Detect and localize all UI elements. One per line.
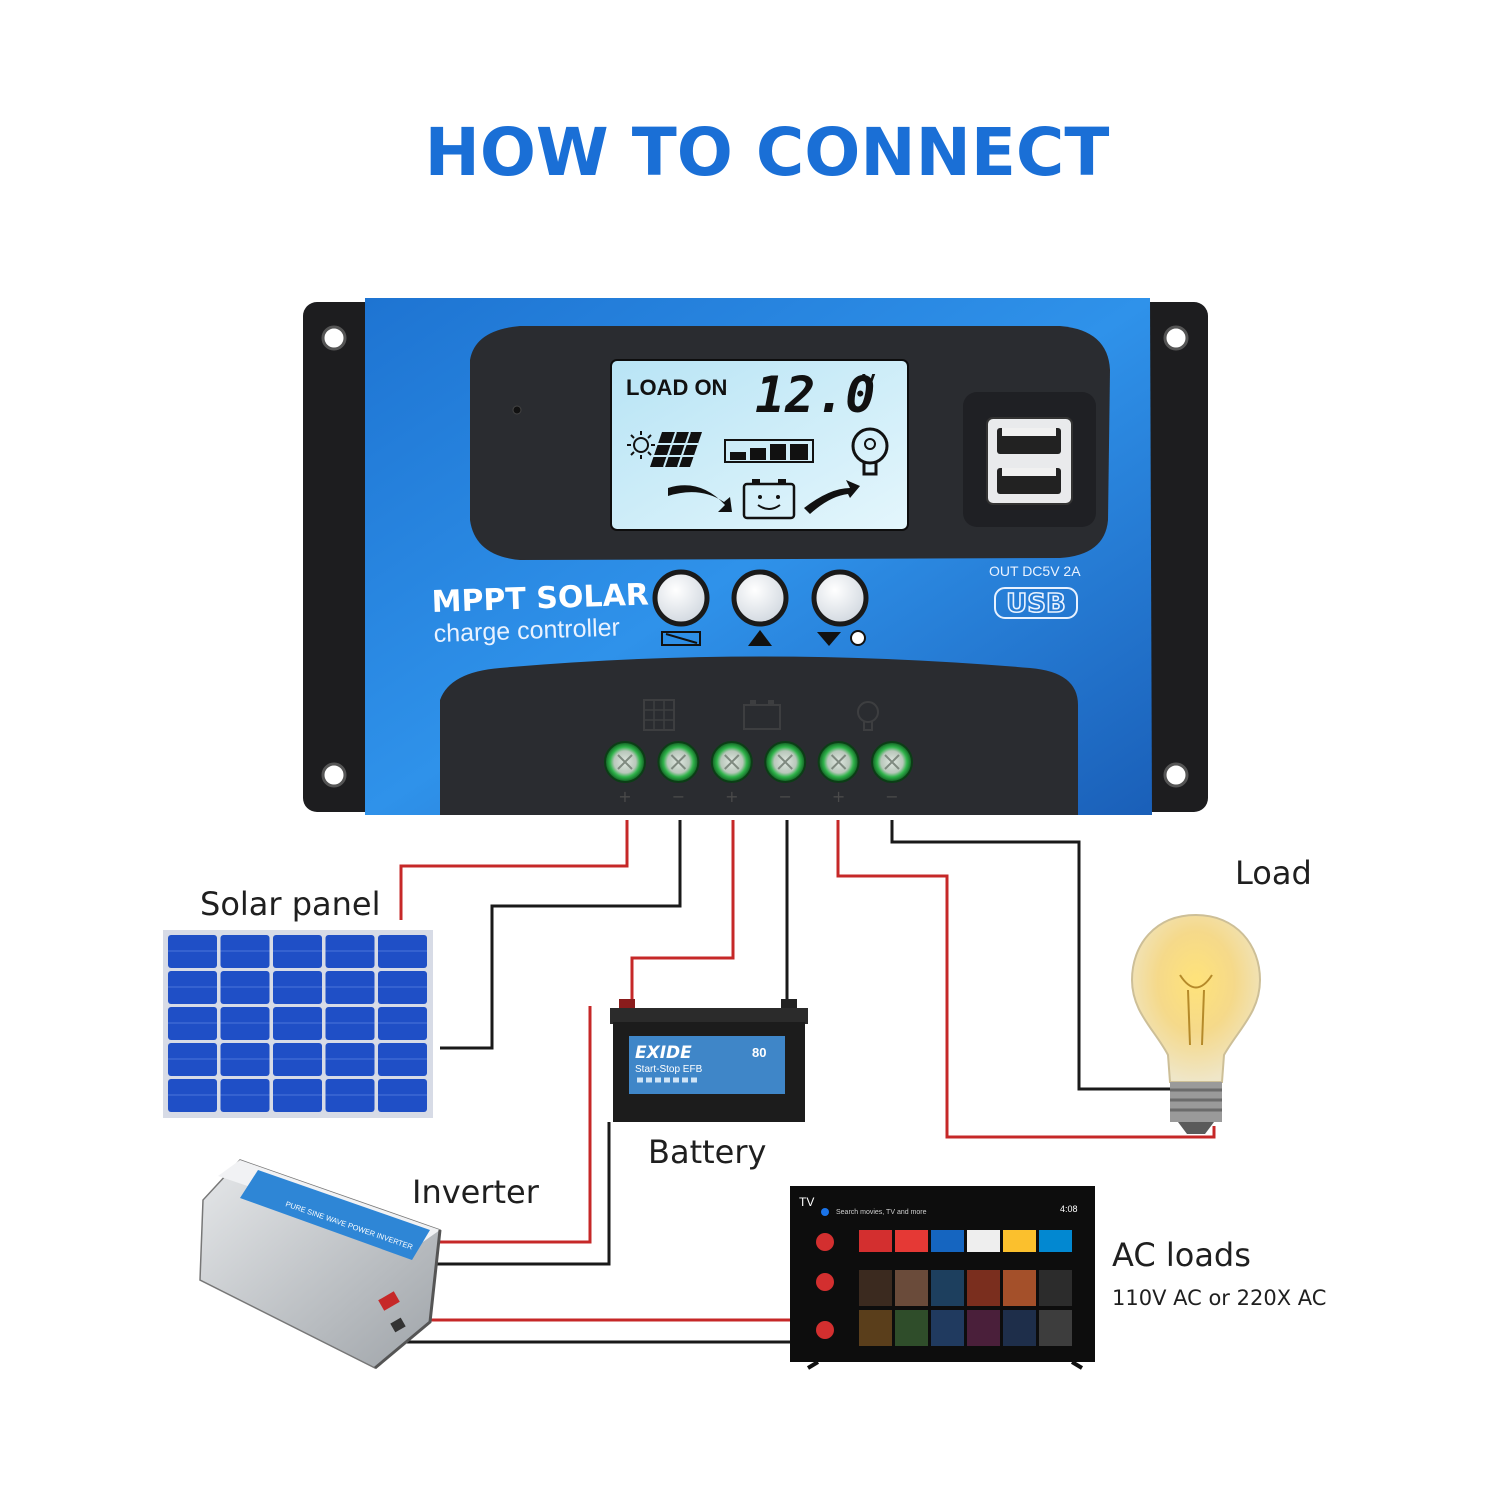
tv-app-tile — [895, 1310, 928, 1346]
tv-time: 4:08 — [1060, 1204, 1078, 1214]
mount-hole — [1163, 762, 1189, 788]
terminal-sign: + — [618, 787, 631, 806]
tv-corner-label: TV — [799, 1195, 814, 1209]
brand-line-1: MPPT SOLAR — [431, 577, 649, 620]
tv-app-tile — [931, 1270, 964, 1306]
lcd-battery-level-icon — [724, 439, 814, 463]
inverter-label: Inverter — [412, 1173, 540, 1211]
terminal-sign: − — [672, 787, 685, 806]
tv-app-tile — [1039, 1230, 1072, 1252]
tv-app-tile — [859, 1230, 892, 1252]
inverter-blue-panel — [240, 1170, 430, 1260]
battery-label: Battery — [648, 1133, 766, 1171]
tv: TV Search movies, TV and more 4:08 — [790, 1186, 1095, 1370]
page-title: HOW TO CONNECT — [425, 114, 1110, 191]
tv-app-tile — [859, 1310, 892, 1346]
solar-panel-label: Solar panel — [200, 885, 381, 923]
tv-app-tile — [1003, 1270, 1036, 1306]
tv-sidebar-icon — [816, 1321, 834, 1339]
tv-app-tile — [1039, 1270, 1072, 1306]
load-negative-wire — [890, 820, 1173, 1091]
tv-app-tile — [967, 1270, 1000, 1306]
ac-loads-spec: 110V AC or 220X AC — [1112, 1286, 1326, 1310]
tv-app-tile — [967, 1310, 1000, 1346]
down-arrow-icon — [817, 632, 841, 646]
up-arrow-icon — [748, 630, 772, 646]
inverter-positive-wire — [440, 1006, 592, 1244]
mount-hole — [1163, 325, 1189, 351]
lcd-bulb-icon — [851, 427, 889, 476]
terminal-sign: + — [725, 787, 738, 806]
terminal-symbol-battery — [743, 700, 781, 730]
tv-sidebar-icon — [816, 1233, 834, 1251]
screw-slot-icon — [884, 754, 900, 770]
screw-slot-icon — [670, 754, 687, 770]
usb-label-box — [994, 587, 1078, 619]
tv-app-tile — [895, 1270, 928, 1306]
battery: EXIDE Start-Stop EFB 80 — [610, 999, 808, 1122]
tv-app-tile — [1003, 1230, 1036, 1252]
lcd-flow-arrow-icon — [804, 480, 860, 514]
lcd-panel-icon — [650, 432, 702, 467]
lcd-sun-icon — [627, 431, 655, 459]
usb-label: USB — [1006, 589, 1066, 619]
load-label: Load — [1235, 854, 1312, 892]
inverter-negative-wire — [430, 1122, 611, 1266]
solar-positive-wire — [399, 820, 629, 920]
battery-model: Start-Stop EFB — [635, 1064, 703, 1075]
usb-spec: OUT DC5V 2A — [989, 563, 1081, 579]
battery-positive-wire — [630, 820, 735, 1006]
mount-hole — [321, 325, 347, 351]
terminal-block — [440, 656, 1078, 815]
tv-search-text: Search movies, TV and more — [836, 1209, 927, 1216]
lcd-flow-arrow-icon — [668, 485, 732, 512]
terminal-sign: − — [885, 787, 898, 806]
tv-app-tile — [1039, 1310, 1072, 1346]
tv-app-tile — [931, 1230, 964, 1252]
menu-button[interactable] — [652, 569, 710, 627]
ac-loads-label: AC loads — [1112, 1236, 1251, 1274]
lcd-battery-face-icon — [742, 479, 796, 520]
solar-panel — [163, 930, 433, 1118]
down-button[interactable] — [811, 569, 869, 627]
up-button[interactable] — [731, 569, 789, 627]
screw-slot-icon — [617, 754, 633, 770]
tv-app-tile — [1003, 1310, 1036, 1346]
light-bulb-icon — [1130, 913, 1262, 1134]
tv-app-tile — [931, 1310, 964, 1346]
screw-slot-icon — [830, 754, 847, 770]
terminal-symbol-load — [857, 701, 879, 731]
screw-slot-icon — [777, 754, 793, 770]
brand-line-2: charge controller — [433, 614, 620, 648]
tv-app-tile — [859, 1270, 892, 1306]
mount-hole — [321, 762, 347, 788]
terminal-sign: + — [832, 787, 845, 806]
tv-app-tile — [895, 1230, 928, 1252]
battery-capacity: 80 — [752, 1045, 766, 1060]
wires — [398, 820, 1216, 1344]
tv-app-tile — [967, 1230, 1000, 1252]
solar-negative-wire — [440, 820, 682, 1050]
charge-controller: LOAD ON 12.0 V — [303, 298, 1208, 815]
load-positive-wire — [836, 820, 1216, 1139]
terminal-symbol-solar — [643, 699, 675, 731]
lcd-status: LOAD ON — [626, 375, 727, 400]
menu-icon — [661, 631, 701, 646]
screw-slot-icon — [724, 754, 740, 770]
lcd-unit: V — [862, 371, 876, 393]
brightness-icon — [850, 630, 866, 646]
battery-brand: EXIDE — [635, 1043, 692, 1063]
terminal-sign: − — [778, 787, 791, 806]
inverter: PURE SINE WAVE POWER INVERTER — [199, 1159, 442, 1370]
indicator-led — [512, 405, 522, 415]
lcd-voltage: 12.0 — [755, 366, 875, 424]
tv-sidebar-icon — [816, 1273, 834, 1291]
